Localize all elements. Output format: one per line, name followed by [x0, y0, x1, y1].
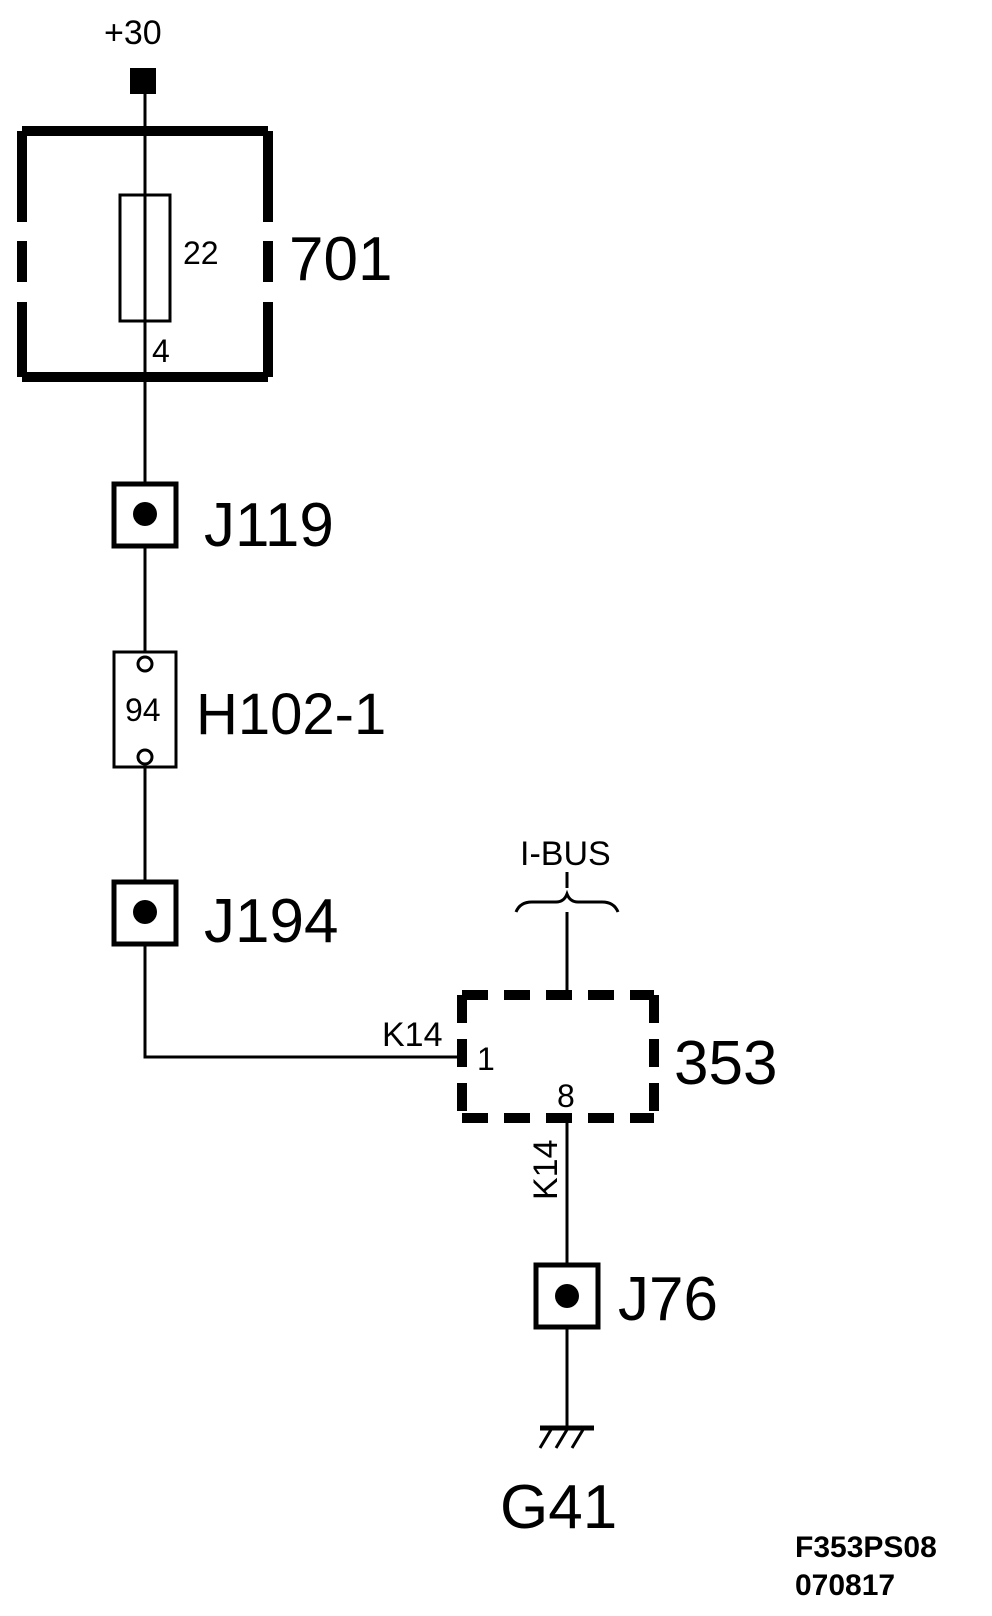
fuse-box-label: 701 — [289, 225, 392, 294]
ground-label: G41 — [500, 1473, 617, 1542]
wire-k14-vertical-label: K14 — [527, 1140, 565, 1201]
i-bus-brace — [514, 889, 620, 913]
i-bus-label: I-BUS — [520, 835, 611, 873]
h102-1-bottom-pin — [136, 748, 154, 766]
j76-terminal — [555, 1284, 579, 1308]
fuse-box-pin: 4 — [152, 333, 170, 369]
module-label: 353 — [674, 1029, 777, 1098]
module-353 — [457, 990, 659, 1123]
j119-terminal — [133, 502, 157, 526]
j119-label: J119 — [204, 491, 334, 560]
supply-terminal — [130, 68, 156, 94]
j194-terminal — [133, 900, 157, 924]
supply-label: +30 — [104, 14, 162, 52]
drawing-code: F353PS08 — [795, 1531, 937, 1564]
ground-symbol — [538, 1425, 594, 1449]
h102-1-top-pin — [136, 655, 154, 673]
j194-label: J194 — [204, 887, 338, 956]
wire-k14-horizontal — [143, 975, 462, 1059]
fuse-number: 22 — [183, 235, 219, 271]
module-pin-out: 8 — [557, 1078, 575, 1114]
wire-k14-horizontal-label: K14 — [382, 1016, 443, 1054]
h102-1-label: H102-1 — [196, 682, 386, 747]
drawing-date: 070817 — [795, 1569, 895, 1602]
h102-1-pin: 94 — [125, 692, 161, 728]
module-pin-in: 1 — [477, 1041, 495, 1077]
j76-label: J76 — [618, 1265, 718, 1334]
